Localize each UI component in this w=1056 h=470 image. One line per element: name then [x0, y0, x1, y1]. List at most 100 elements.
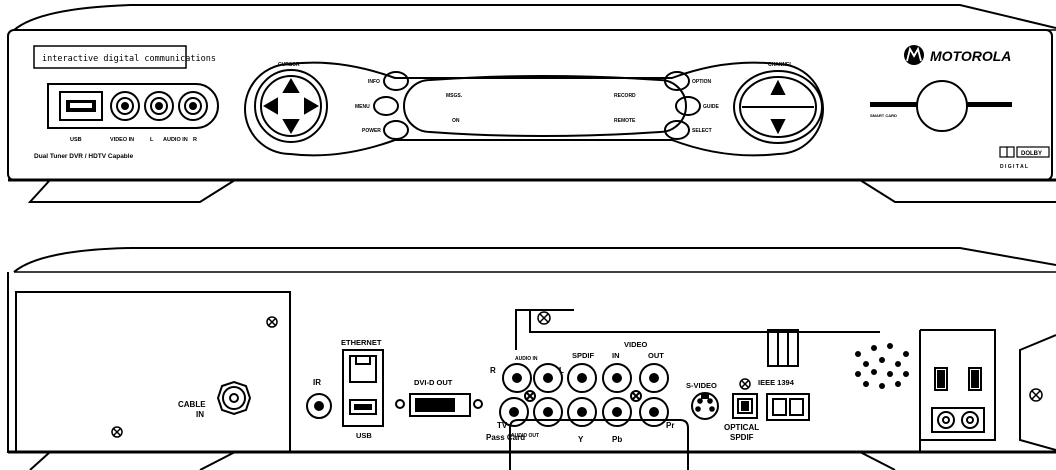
ethernet-port: [342, 349, 384, 427]
video-label: VIDEO: [624, 340, 648, 349]
cursor-right-icon: [304, 97, 319, 115]
ieee-1394-label: IEEE 1394: [758, 378, 795, 387]
display-window: MSGS. RECORD ON REMOTE: [403, 75, 687, 137]
back-panel: [7, 247, 1056, 470]
svg-text:DOLBY: DOLBY: [1021, 151, 1042, 157]
rca-jack-grid: [499, 363, 669, 427]
cursor-label: CURSOR: [278, 62, 300, 68]
s-video-port: [691, 392, 719, 420]
audio-out-r-jack: [499, 397, 529, 427]
cursor-up-icon: [282, 78, 300, 93]
info-button[interactable]: INFO: [368, 71, 409, 91]
dolby-logo-icon: DOLBY D I G I T A L: [999, 146, 1050, 170]
svg-text:POWER: POWER: [362, 128, 381, 134]
select-button[interactable]: SELECT: [664, 120, 712, 140]
video-out-jack: [639, 363, 669, 393]
front-video-in-jack: [110, 91, 140, 121]
front-usb-port: [59, 91, 103, 121]
usb-label: USB: [356, 431, 372, 440]
audio-in-r-jack: [502, 363, 532, 393]
remote-indicator: REMOTE: [614, 118, 636, 124]
svg-text:MENU: MENU: [355, 104, 370, 110]
y-jack: [567, 397, 597, 427]
front-usb-label: USB: [70, 137, 82, 143]
on-indicator: ON: [452, 118, 460, 124]
s-video-label: S-VIDEO: [686, 381, 717, 390]
channel-rocker[interactable]: [733, 70, 823, 144]
smart-card-label: SMART CARD: [870, 113, 897, 118]
cursor-down-icon: [282, 119, 300, 134]
y-label: Y: [578, 435, 584, 444]
ieee-1394-port: [766, 393, 810, 421]
record-indicator: RECORD: [614, 93, 636, 99]
brand-name: MOTOROLA: [930, 48, 1011, 64]
channel-up-icon: [770, 79, 786, 95]
tv-pass-card-slot[interactable]: [509, 419, 689, 470]
front-audio-in-l-jack: [144, 91, 174, 121]
menu-button[interactable]: MENU: [355, 96, 399, 116]
capability-text: Dual Tuner DVR / HDTV Capable: [34, 153, 134, 160]
front-video-in-label: VIDEO IN: [110, 137, 134, 143]
cable-in-label-2: IN: [196, 410, 204, 419]
front-audio-r-label: R: [193, 137, 197, 143]
tv-pass-card-label-2: Pass Card: [486, 433, 525, 442]
ir-label: IR: [313, 378, 321, 387]
video-in-label: IN: [612, 351, 620, 360]
screw-icon: [266, 316, 278, 328]
svg-text:GUIDE: GUIDE: [703, 104, 720, 110]
ethernet-label: ETHERNET: [341, 338, 382, 347]
svg-text:SELECT: SELECT: [692, 128, 712, 134]
spdif-jack: [567, 363, 597, 393]
spdif-label: SPDIF: [572, 351, 595, 360]
optical-label-2: SPDIF: [730, 433, 754, 442]
brand-badge: interactive digital communications: [33, 45, 216, 69]
screw-icon: [537, 311, 551, 325]
optical-spdif-port: [732, 393, 758, 419]
channel-down-icon: [770, 119, 786, 135]
front-audio-in-label: AUDIO IN: [163, 137, 188, 143]
front-panel: [7, 4, 1056, 203]
power-outlet: [934, 367, 982, 391]
dvi-out-port: [395, 393, 483, 417]
video-in-jack: [602, 363, 632, 393]
screw-icon: [630, 390, 642, 402]
audio-in-l-jack: [533, 363, 563, 393]
pr-jack: [639, 397, 669, 427]
option-button[interactable]: OPTION: [664, 71, 712, 91]
screw-icon: [739, 378, 751, 390]
pr-label: Pr: [666, 421, 674, 430]
motorola-logo-icon: [904, 45, 924, 65]
screw-icon: [1029, 388, 1043, 402]
audio-out-label: AUDIO OUT: [511, 433, 539, 439]
cursor-left-icon: [263, 97, 278, 115]
ir-receiver: [306, 393, 332, 419]
channel-label: CHANNEL: [768, 62, 792, 68]
screw-icon: [524, 390, 536, 402]
cursor-pad[interactable]: [254, 69, 328, 143]
svg-text:INFO: INFO: [368, 79, 380, 85]
audio-out-l-jack: [533, 397, 563, 427]
tv-pass-card-label-1: TV: [497, 421, 508, 430]
smart-card-slot[interactable]: [870, 80, 1012, 132]
svg-text:OPTION: OPTION: [692, 79, 712, 85]
pb-jack: [602, 397, 632, 427]
ieee-1394-bracket: [767, 329, 799, 367]
optical-label-1: OPTICAL: [724, 423, 759, 432]
video-out-label: OUT: [648, 351, 664, 360]
usb-port: [349, 399, 377, 415]
front-audio-in-r-jack: [178, 91, 208, 121]
vent-grille: [855, 343, 909, 389]
cable-in-connector: [216, 380, 252, 416]
svg-text:interactive digital communicat: interactive digital communications: [42, 54, 216, 64]
power-inlet: [931, 407, 985, 433]
audio-in-label: AUDIO IN: [515, 356, 538, 362]
control-panel-outline: [244, 61, 824, 157]
power-button[interactable]: POWER: [362, 120, 409, 140]
msgs-indicator: MSGS.: [446, 93, 463, 99]
svg-text:D I G I T A L: D I G I T A L: [1000, 164, 1028, 170]
front-audio-l-label: L: [150, 137, 154, 143]
guide-button[interactable]: GUIDE: [675, 96, 720, 116]
dvi-out-label: DVI-D OUT: [414, 378, 453, 387]
audio-l-label: L: [559, 366, 564, 375]
